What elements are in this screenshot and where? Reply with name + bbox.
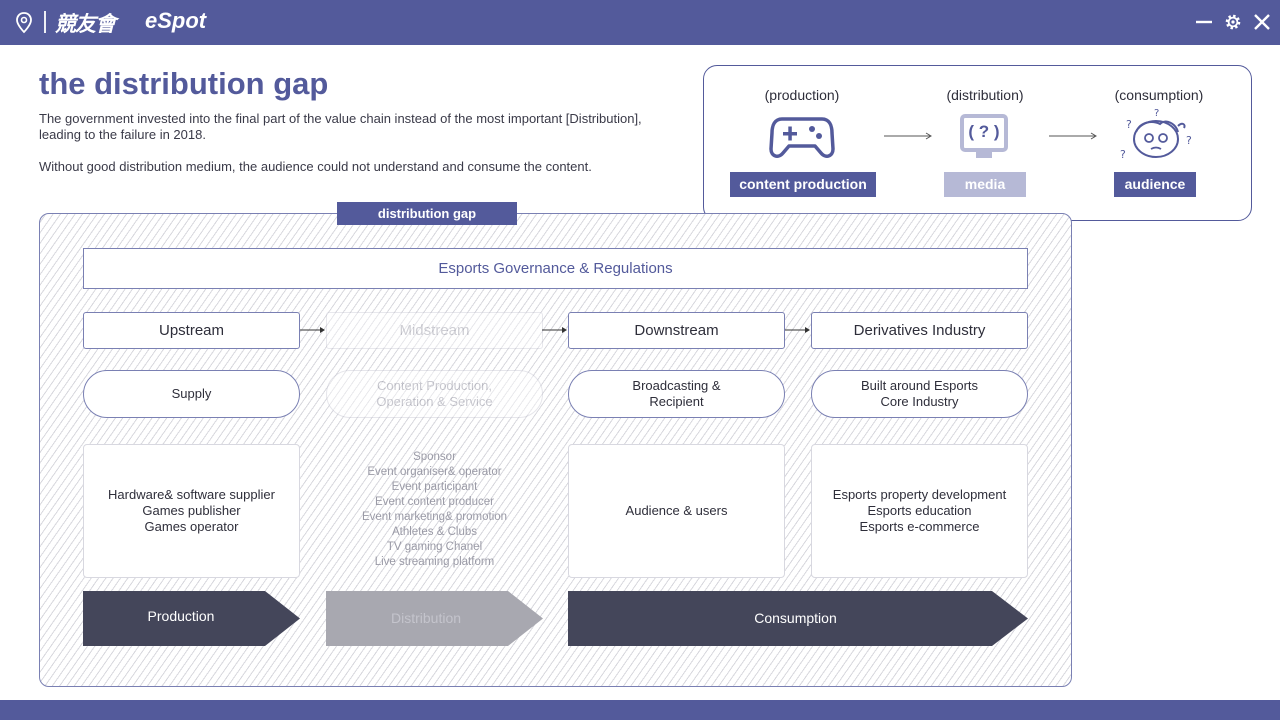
description-paragraph-1: The government invested into the final p… bbox=[39, 111, 642, 142]
monitor-icon bbox=[960, 114, 1008, 158]
pill-built-around: Built around Esports Core Industry bbox=[811, 370, 1028, 418]
list-item: Esports e-commerce bbox=[859, 519, 980, 534]
logo-divider bbox=[44, 11, 46, 33]
list-item: Event content producer bbox=[375, 496, 494, 508]
phase-production-chevron bbox=[83, 591, 300, 646]
bottom-bar bbox=[0, 700, 1280, 720]
midstream-details: Sponsor Event organiser& operator Event … bbox=[326, 450, 543, 570]
list-item: Athletes & Clubs bbox=[391, 526, 477, 538]
phase-consumption-chevron bbox=[568, 591, 1028, 646]
gamepad-icon bbox=[769, 117, 835, 158]
list-item: Live streaming platform bbox=[374, 556, 495, 568]
stage-upstream: Upstream bbox=[83, 312, 300, 349]
media-question-text: ( ? ) bbox=[968, 122, 1000, 141]
list-item: Games operator bbox=[144, 519, 239, 534]
logo-chinese: 競友會 bbox=[55, 12, 116, 36]
minimize-icon[interactable] bbox=[1193, 11, 1215, 33]
list-item: Audience & users bbox=[625, 503, 728, 518]
list-item: Hardware& software supplier bbox=[108, 487, 275, 502]
distribution-label: (distribution) bbox=[946, 87, 1024, 103]
upstream-details: Hardware& software supplier Games publis… bbox=[83, 444, 300, 578]
production-label: (production) bbox=[764, 87, 840, 103]
logo-espot: eSpot bbox=[145, 8, 207, 33]
location-pin-icon bbox=[16, 12, 32, 34]
stage-derivatives: Derivatives Industry bbox=[811, 312, 1028, 349]
arrow-right-icon bbox=[785, 327, 810, 333]
media-tag: media bbox=[944, 172, 1026, 197]
arrow-right-icon bbox=[1049, 132, 1097, 140]
list-item: Esports education bbox=[867, 503, 972, 518]
title-bar: 競友會 eSpot bbox=[0, 0, 1280, 45]
stage-downstream: Downstream bbox=[568, 312, 785, 349]
arrow-right-icon bbox=[542, 327, 567, 333]
pill-supply: Supply bbox=[83, 370, 300, 418]
phase-consumption-label: Consumption bbox=[754, 610, 837, 626]
svg-text:?: ? bbox=[1120, 148, 1126, 161]
close-icon[interactable] bbox=[1251, 11, 1273, 33]
audience-tag: audience bbox=[1114, 172, 1196, 197]
list-item: Event marketing& promotion bbox=[361, 511, 508, 523]
pill-broadcasting: Broadcasting & Recipient bbox=[568, 370, 785, 418]
list-item: Esports property development bbox=[832, 487, 1007, 502]
downstream-details: Audience & users bbox=[568, 444, 785, 578]
derivatives-details: Esports property development Esports edu… bbox=[811, 444, 1028, 578]
list-item: Games publisher bbox=[142, 503, 241, 518]
description-paragraph-2: Without good distribution medium, the au… bbox=[39, 159, 592, 174]
list-item: Event participant bbox=[391, 481, 478, 493]
pill-content-production: Content Production, Operation & Service bbox=[326, 370, 543, 418]
list-item: TV gaming Chanel bbox=[386, 541, 483, 553]
confused-face-icon: ? ? ? ? bbox=[1120, 108, 1192, 161]
phase-production-label: Production bbox=[147, 608, 215, 624]
list-item: Event organiser& operator bbox=[367, 466, 502, 478]
list-item: Sponsor bbox=[413, 451, 456, 463]
governance-banner: Esports Governance & Regulations bbox=[83, 248, 1028, 289]
svg-text:?: ? bbox=[1154, 108, 1159, 119]
arrow-right-icon bbox=[884, 132, 932, 140]
gear-icon[interactable] bbox=[1222, 11, 1244, 33]
stage-midstream: Midstream bbox=[326, 312, 543, 349]
svg-text:?: ? bbox=[1126, 118, 1132, 131]
distribution-gap-tag: distribution gap bbox=[337, 202, 517, 225]
content-production-tag: content production bbox=[730, 172, 876, 197]
svg-text:?: ? bbox=[1186, 134, 1192, 147]
arrow-right-icon bbox=[300, 327, 325, 333]
page-title: the distribution gap bbox=[39, 66, 329, 101]
phase-distribution-chevron bbox=[326, 591, 543, 646]
consumption-label: (consumption) bbox=[1114, 87, 1204, 103]
phase-distribution-label: Distribution bbox=[390, 610, 462, 626]
value-flow-panel: (production) (distribution) (consumption… bbox=[703, 65, 1252, 221]
